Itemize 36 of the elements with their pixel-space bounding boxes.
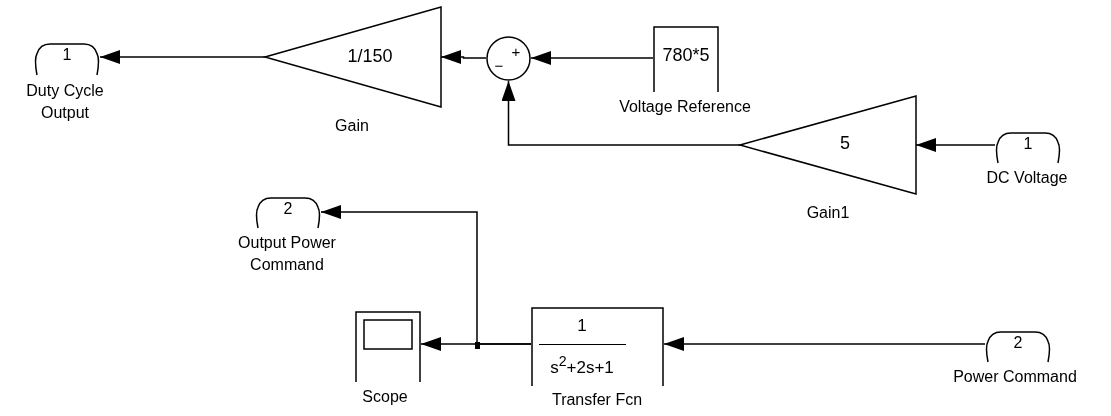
block-name: Gain: [334, 116, 370, 136]
gain-triangle: [265, 6, 441, 108]
signal-arrow: [501, 80, 741, 146]
block-name: Transfer Fcn: [550, 390, 644, 410]
port-number: 2: [1013, 335, 1023, 351]
gain-value: 5: [840, 134, 850, 152]
block-name: Gain1: [805, 203, 851, 223]
port-number: 2: [283, 201, 293, 217]
port-number: 1: [62, 47, 72, 63]
constant-value: 780*5: [662, 46, 710, 64]
block-name: DC Voltage: [985, 168, 1069, 188]
block-name: Duty Cycle Output: [25, 81, 105, 123]
signal-arrow: [99, 50, 266, 64]
signal-arrow: [915, 138, 996, 152]
outport-block: [34, 43, 100, 75]
plus-sign: +: [511, 43, 521, 59]
inport-block: [985, 331, 1051, 362]
scope-block: [355, 311, 421, 382]
block-name: Scope: [361, 387, 409, 407]
signal-arrow: [663, 337, 986, 351]
sum-circle: [486, 36, 531, 81]
minus-sign: −: [494, 57, 504, 73]
numerator: 1: [577, 316, 587, 334]
port-number: 1: [1023, 136, 1033, 152]
gain-value: 1/150: [347, 47, 393, 65]
signal-arrow: [440, 50, 487, 64]
signal-arrow: [530, 51, 654, 65]
block-name: Power Command: [952, 367, 1078, 387]
transfer-function-block: [531, 307, 664, 386]
block-name: Output Power Command: [237, 233, 337, 275]
inport-block: [995, 132, 1061, 163]
constant-block: [653, 26, 719, 92]
denominator: s$^{2}$+2s+1: [550, 354, 614, 376]
block-name: Voltage Reference: [618, 97, 752, 117]
outport-block: [255, 197, 321, 228]
signal-arrow: [320, 205, 532, 345]
